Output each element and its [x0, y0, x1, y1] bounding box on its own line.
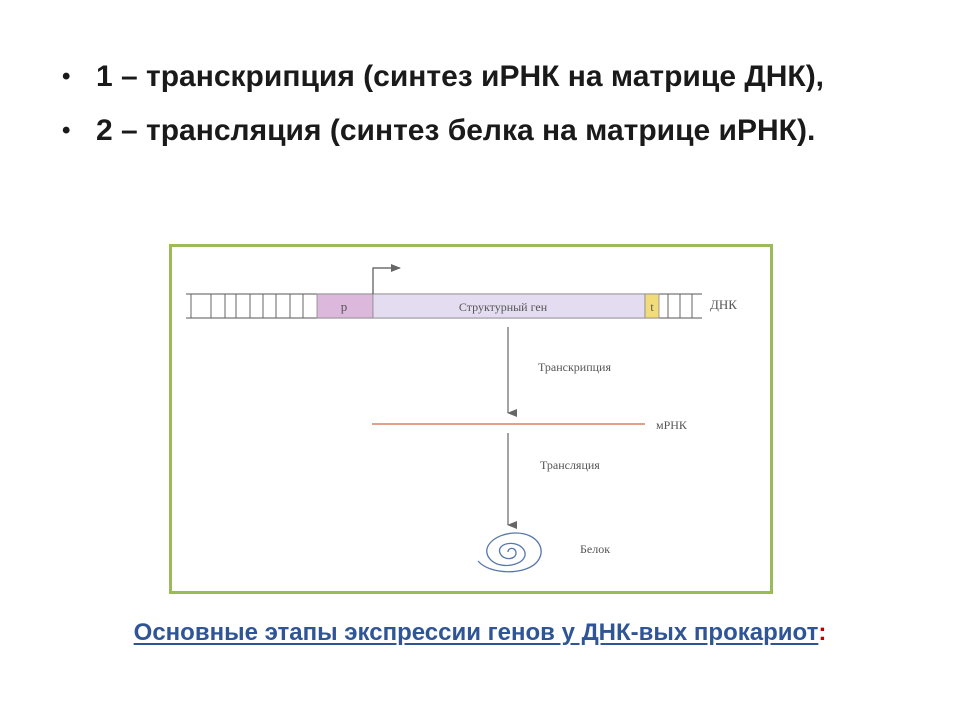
dna-left-segments [190, 294, 304, 318]
terminator-region [644, 293, 660, 319]
protein-label: Белок [580, 542, 610, 556]
transcription-label: Транскрипция [538, 360, 611, 374]
promoter-label: p [341, 299, 348, 314]
mrna-label: мРНК [656, 418, 688, 432]
caption-colon: : [818, 619, 827, 646]
caption-link[interactable]: Основные этапы экспрессии генов у ДНК-вы… [133, 619, 819, 646]
dna-strand [186, 293, 702, 319]
bullet-text: 2 – трансляция (синтез белка на матрице … [96, 114, 816, 147]
dna-right-segments [667, 294, 693, 318]
bullet-list: • 1 – транскрипция (синтез иРНК на матри… [60, 56, 930, 164]
terminator-label: t [650, 300, 654, 314]
bullet-dot-icon: • [62, 63, 71, 90]
dna-label: ДНК [710, 297, 737, 312]
bullet-item-transcription: • 1 – транскрипция (синтез иРНК на матри… [60, 56, 930, 98]
bullet-dot-icon: • [62, 117, 71, 144]
promoter-region [316, 293, 374, 319]
bullet-text: 1 – транскрипция (синтез иРНК на матрице… [96, 60, 825, 93]
gene-label: Структурный ген [459, 300, 548, 314]
diagram-canvas: p Структурный ген t ДНК Транскрипция мРН… [186, 264, 737, 573]
protein-spiral-icon [477, 532, 542, 573]
transcription-start-arrow [372, 264, 401, 294]
diagram-caption: Основные этапы экспрессии генов у ДНК-вы… [0, 616, 960, 650]
translation-label: Трансляция [540, 458, 600, 472]
structural-gene-region [372, 293, 646, 319]
bullet-item-translation: • 2 – трансляция (синтез белка на матриц… [60, 110, 930, 152]
gene-expression-diagram: p Структурный ген t ДНК Транскрипция мРН… [169, 244, 773, 594]
